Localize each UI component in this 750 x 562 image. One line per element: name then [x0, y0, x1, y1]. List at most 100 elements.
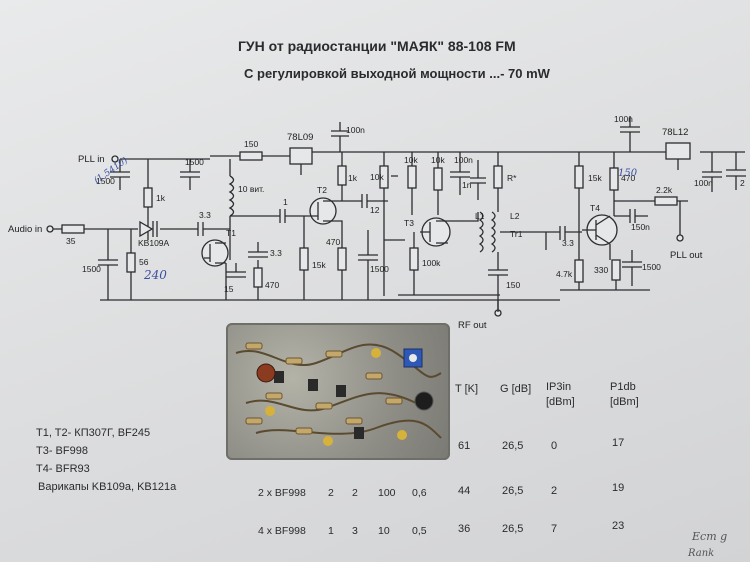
table-row-1-ip3: 0 [551, 440, 558, 452]
c3-3-b-label: 3.3 [270, 248, 282, 258]
table-row-2-p1db: 19 [612, 482, 625, 494]
r330-label: 330 [594, 265, 608, 275]
pll-out-terminal [676, 234, 684, 242]
r-star-label: R* [507, 173, 517, 183]
c1500-e-label: 1500 [642, 262, 661, 272]
schematic-subtitle: С регулировкой выходной мощности ...- 70… [244, 66, 550, 81]
pcb-coil [256, 363, 276, 383]
table-row-3-c1: 1 [328, 525, 334, 537]
resistor-150 [239, 151, 263, 161]
r1k-b-label: 1k [348, 173, 358, 183]
r4-7k-label: 4.7k [556, 269, 573, 279]
table-header-g: G [dB] [500, 383, 532, 395]
resistor-1k-b [337, 165, 347, 186]
resistor-2-2k [654, 196, 678, 206]
c1500-b-label: 1500 [82, 264, 101, 274]
resistor-100k [409, 247, 419, 271]
c1n-label: 1n [462, 180, 472, 190]
table-row-1-p1db: 17 [612, 437, 625, 449]
r470-a-label: 470 [265, 280, 279, 290]
table-row-2-g: 26,5 [502, 485, 524, 497]
handwritten-note-2: 240 [144, 268, 167, 282]
table-row-3-c2: 3 [352, 525, 358, 537]
regulator-78l09 [289, 147, 313, 165]
c100n-c-label: 100n [614, 114, 633, 124]
c150n-label: 150n [631, 222, 650, 232]
coil-label: 10 вит. [238, 184, 264, 194]
table-row-2-c3: 100 [378, 487, 396, 499]
resistor-10k-a [407, 165, 417, 189]
table-row-2-c4: 0,6 [412, 487, 427, 499]
pll-in-label: PLL in [78, 154, 105, 165]
reg2-label: 78L12 [662, 127, 688, 138]
resistor-35 [61, 224, 85, 234]
table-row-2-c2: 2 [352, 487, 358, 499]
c1500-c-label: 1500 [185, 157, 204, 167]
resistor-56 [126, 252, 136, 273]
c150-a-label: 150 [506, 280, 520, 290]
c22-label: 2 [740, 178, 745, 188]
resistor-470-b [337, 247, 347, 271]
r10k-pot-label: 10k [370, 172, 384, 182]
t1-label: T1 [226, 228, 236, 238]
c15-label: 15 [224, 284, 234, 294]
parts-list-t1-t2: T1, T2- КП307Г, BF245 [36, 427, 151, 439]
pcb-photo [226, 323, 450, 460]
t2-label: T2 [317, 185, 327, 195]
schematic-title: ГУН от радиостанции "МАЯК" 88-108 FM [238, 38, 516, 54]
resistor-4-7k [574, 259, 584, 283]
handwritten-note-3: 150 [618, 168, 638, 179]
r10k-a-label: 10k [404, 155, 418, 165]
r2-2k-label: 2.2k [656, 185, 673, 195]
l1-label: L1 [475, 211, 485, 221]
resistor-1k-a [143, 187, 153, 208]
diode-label: KB109A [138, 238, 170, 248]
table-row-2-ip3: 2 [551, 485, 558, 497]
table-row-3-c3: 10 [378, 525, 390, 537]
r470-b-label: 470 [326, 237, 340, 247]
r470-c-label: 470 [621, 173, 635, 183]
table-row-1-g: 26,5 [502, 440, 524, 452]
c1-label: 1 [283, 197, 288, 207]
c1500-d-label: 1500 [370, 264, 389, 274]
table-row-3-p1db: 23 [612, 520, 625, 532]
tr1-label: Tr1 [510, 229, 523, 239]
r1k-a-label: 1k [156, 193, 166, 203]
audio-in-terminal [46, 225, 54, 233]
table-header-p1db: P1db [dBm] [610, 381, 639, 408]
t3-label: T3 [404, 218, 414, 228]
pcb-electrolytic-cap [414, 391, 434, 411]
table-header-t: T [K] [455, 383, 479, 395]
c12-label: 12 [370, 205, 380, 215]
parts-list-t3: T3- BF998 [36, 445, 88, 457]
table-row-2-config: 2 x BF998 [258, 487, 306, 499]
t4-label: T4 [590, 203, 600, 213]
r15k-b-label: 15k [588, 173, 602, 183]
l2-label: L2 [510, 211, 520, 221]
r100k-label: 100k [422, 258, 441, 268]
transistor-t2 [309, 197, 337, 225]
r150-label: 150 [244, 139, 258, 149]
c100n-d-label: 100n [694, 178, 713, 188]
c100n-a-label: 100n [346, 125, 365, 135]
c100n-b-label: 100n [454, 155, 473, 165]
c1500-a-label: 1500 [96, 176, 115, 186]
varicap-diode [139, 220, 154, 238]
table-row-3-ip3: 7 [551, 523, 558, 535]
resistor-10k-b [433, 167, 443, 191]
table-row-3-g: 26,5 [502, 523, 524, 535]
audio-in-label: Audio in [8, 224, 42, 235]
resistor-r-star [493, 165, 503, 189]
corner-note-2: Rank [688, 548, 715, 559]
r56-label: 56 [139, 257, 149, 267]
resistor-330 [611, 259, 621, 281]
c3-3-c-label: 3.3 [562, 238, 574, 248]
resistor-470-c [609, 167, 619, 191]
resistor-15k-b [574, 165, 584, 189]
rf-out-label: RF out [458, 320, 487, 331]
table-row-2-t: 44 [458, 485, 471, 497]
table-row-3-t: 36 [458, 523, 471, 535]
table-row-2-c1: 2 [328, 487, 334, 499]
